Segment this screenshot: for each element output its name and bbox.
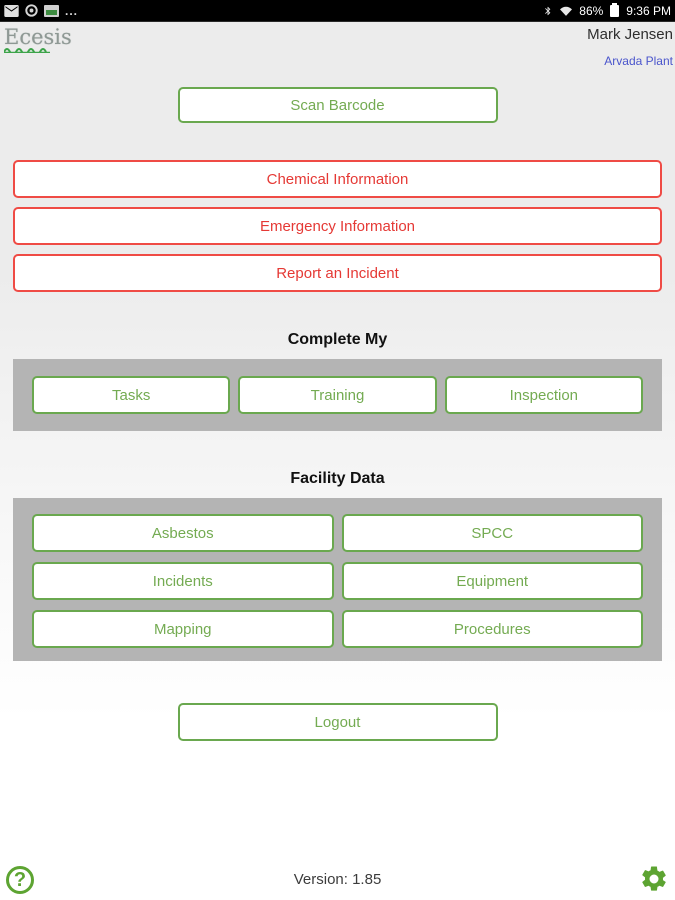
mapping-button[interactable]: Mapping <box>32 610 334 648</box>
android-status-bar: ... 86% 9:36 PM <box>0 0 675 22</box>
bluetooth-icon <box>543 4 553 18</box>
notification-overflow: ... <box>65 3 79 18</box>
logout-button[interactable]: Logout <box>177 703 498 741</box>
circle-notification-icon <box>25 4 38 17</box>
spcc-button[interactable]: SPCC <box>341 514 643 552</box>
facility-data-section: Asbestos SPCC Incidents Equipment Mappin… <box>13 498 662 661</box>
wifi-icon <box>559 5 573 17</box>
tasks-button[interactable]: Tasks <box>32 376 231 414</box>
training-button[interactable]: Training <box>238 376 437 414</box>
user-name-label: Mark Jensen <box>587 26 673 43</box>
ecesis-logo: Ecesis <box>4 25 72 53</box>
complete-my-title: Complete My <box>287 331 388 348</box>
mail-icon <box>4 4 19 17</box>
inspection-button[interactable]: Inspection <box>444 376 643 414</box>
chemical-information-button[interactable]: Chemical Information <box>13 160 662 198</box>
logo-text: Ecesis <box>4 25 72 49</box>
help-icon[interactable]: ? <box>6 866 34 894</box>
asbestos-button[interactable]: Asbestos <box>32 514 334 552</box>
complete-my-section: Tasks Training Inspection <box>13 359 662 431</box>
facility-link[interactable]: Arvada Plant <box>604 54 673 68</box>
equipment-button[interactable]: Equipment <box>341 562 643 600</box>
logo-grass-icon <box>4 48 50 53</box>
settings-gear-icon[interactable] <box>639 864 669 894</box>
battery-icon <box>610 2 620 17</box>
clock-label: 9:36 PM <box>626 3 671 18</box>
version-label: Version: 1.85 <box>293 871 382 888</box>
app-header: Ecesis Mark Jensen Arvada Plant <box>0 22 675 85</box>
battery-percent-label: 86% <box>579 3 604 18</box>
facility-data-title: Facility Data <box>290 470 385 487</box>
footer-bar: ? Version: 1.85 <box>0 854 675 900</box>
screenshot-icon <box>44 4 59 17</box>
emergency-information-button[interactable]: Emergency Information <box>13 207 662 245</box>
procedures-button[interactable]: Procedures <box>341 610 643 648</box>
incidents-button[interactable]: Incidents <box>32 562 334 600</box>
alert-button-group: Chemical Information Emergency Informati… <box>13 160 662 292</box>
scan-barcode-button[interactable]: Scan Barcode <box>177 87 498 123</box>
report-incident-button[interactable]: Report an Incident <box>13 254 662 292</box>
